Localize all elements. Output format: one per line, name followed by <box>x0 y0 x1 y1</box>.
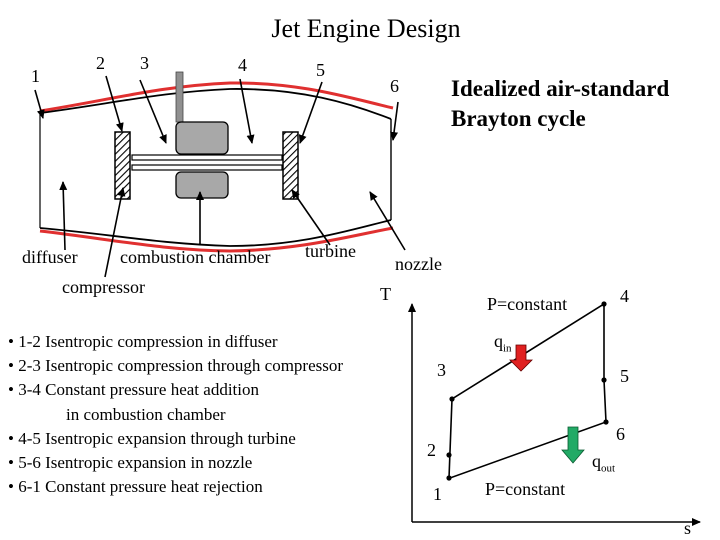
process-list: • 1-2 Isentropic compression in diffuser… <box>8 330 343 499</box>
shaft <box>131 154 283 171</box>
arrow-station-6 <box>390 101 399 141</box>
casing-top-inner <box>39 88 392 120</box>
label-combustion-chamber: combustion chamber <box>120 247 271 267</box>
fuel-injector <box>175 71 184 123</box>
casing-bottom-inner <box>39 219 392 247</box>
process-item: • 3-4 Constant pressure heat addition <box>8 380 259 400</box>
station-label-6: 6 <box>390 76 399 96</box>
label-diffuser: diffuser <box>22 247 78 267</box>
q-in-label: qin <box>494 331 512 355</box>
process-item: • 1-2 Isentropic compression in diffuser <box>8 332 278 351</box>
station-label-4: 4 <box>238 55 247 75</box>
component-arrows <box>59 181 406 278</box>
label-compressor: compressor <box>62 277 145 297</box>
turbine-blades <box>282 131 299 200</box>
arrow-turbine <box>291 189 331 246</box>
ts-point-label-3: 3 <box>437 360 446 380</box>
p-constant-top: P=constant <box>487 294 568 314</box>
label-nozzle: nozzle <box>395 254 442 274</box>
arrow-station-3 <box>139 79 167 144</box>
arrow-station-2 <box>105 75 124 132</box>
combustor-lower <box>175 171 229 199</box>
label-turbine: turbine <box>305 241 356 261</box>
cycle-heading-line2: Brayton cycle <box>451 106 586 131</box>
ts-point-label-1: 1 <box>433 484 442 504</box>
cycle-heading-line1: Idealized air-standard <box>451 76 670 101</box>
point-6 <box>603 419 609 425</box>
arrow-station-5 <box>298 81 323 144</box>
process-item: • 5-6 Isentropic expansion in nozzle <box>8 453 253 473</box>
q-out-label: qout <box>592 451 616 475</box>
point-3 <box>449 396 455 402</box>
station-arrows <box>34 75 399 144</box>
casing-bottom-outline <box>39 226 394 253</box>
station-label-2: 2 <box>96 53 105 73</box>
arrow-nozzle <box>369 191 406 251</box>
station-label-3: 3 <box>140 53 149 73</box>
point-1 <box>446 475 452 481</box>
page-title: Jet Engine Design <box>271 14 461 43</box>
arrow-station-4 <box>239 78 255 144</box>
point-5 <box>601 377 607 383</box>
ts-point-label-5: 5 <box>620 366 629 386</box>
heat-out-arrow <box>561 426 585 464</box>
arrow-diffuser <box>59 181 68 251</box>
process-item-continuation: in combustion chamber <box>66 404 226 424</box>
ts-diagram <box>408 301 701 526</box>
compressor-blades <box>114 131 131 200</box>
casing-top-outline <box>39 81 394 113</box>
station-label-1: 1 <box>31 66 40 86</box>
station-label-5: 5 <box>316 60 325 80</box>
p-constant-bottom: P=constant <box>485 479 566 499</box>
ts-point-label-4: 4 <box>620 286 629 306</box>
process-item: • 4-5 Isentropic expansion through turbi… <box>8 428 296 448</box>
ts-point-label-2: 2 <box>427 440 436 460</box>
point-2 <box>446 452 452 458</box>
cycle-heading: Idealized air-standard Brayton cycle <box>451 74 669 134</box>
heat-in-arrow <box>509 344 533 372</box>
s-axis-label: s <box>684 518 692 538</box>
engine-casing <box>39 81 394 253</box>
process-item: • 6-1 Constant pressure heat rejection <box>8 477 263 497</box>
point-4 <box>601 301 607 307</box>
t-axis-label: T <box>380 284 391 304</box>
ts-point-label-6: 6 <box>616 424 625 444</box>
process-item: • 2-3 Isentropic compression through com… <box>8 356 344 376</box>
arrow-station-1 <box>34 89 45 119</box>
arrow-compressor <box>104 187 126 278</box>
combustor-upper <box>175 121 229 155</box>
